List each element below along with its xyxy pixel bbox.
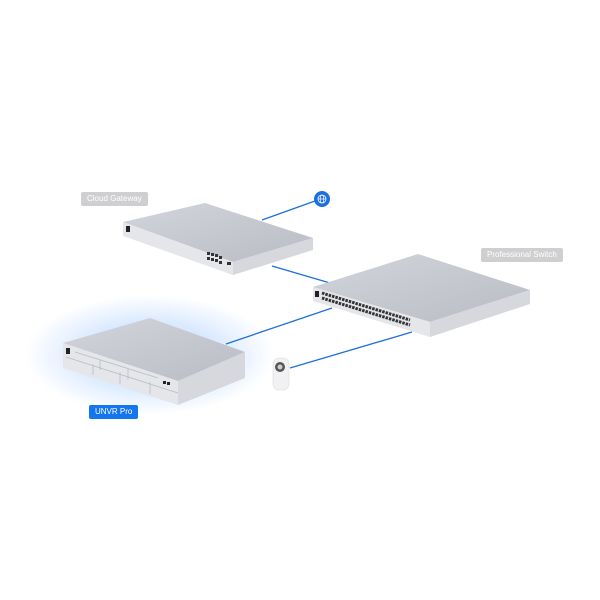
professional-switch-device[interactable]: [313, 254, 530, 337]
professional-switch-label: Professional Switch: [481, 248, 563, 262]
link-nvr-switch: [225, 307, 333, 345]
camera-icon[interactable]: [272, 357, 290, 391]
link-gateway-internet: [261, 200, 316, 221]
link-camera-switch: [289, 331, 413, 369]
cloud-gateway-label: Cloud Gateway: [81, 192, 148, 206]
cloud-gateway-device[interactable]: [123, 203, 313, 275]
unvr-pro-label: UNVR Pro: [89, 405, 139, 419]
unvr-pro-device[interactable]: [63, 318, 245, 405]
globe-icon: [314, 191, 330, 207]
link-gateway-switch: [271, 265, 331, 284]
